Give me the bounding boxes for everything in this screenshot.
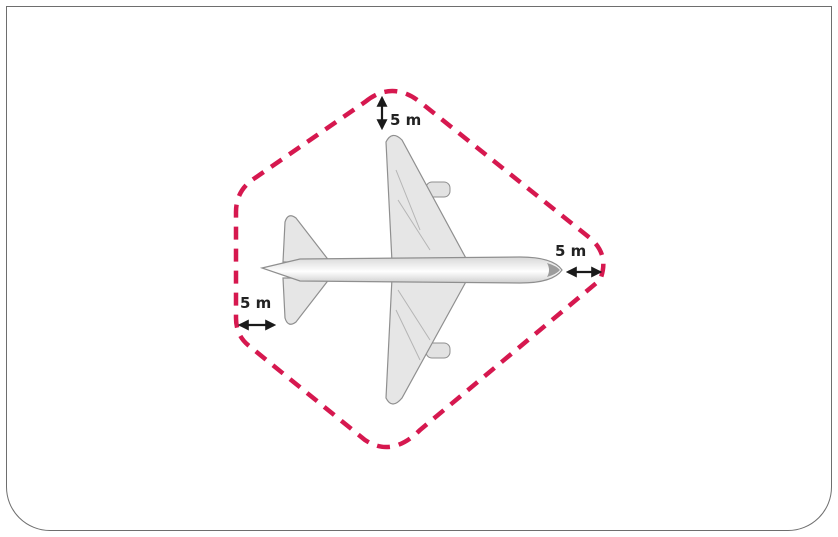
wing-lower: [385, 277, 470, 405]
stabilizer-lower: [282, 277, 332, 325]
dimension-label-top: 5 m: [390, 111, 421, 129]
dimension-label-nose: 5 m: [555, 242, 586, 260]
dimension-nose: 5 m: [555, 242, 603, 278]
dimension-label-tail: 5 m: [240, 294, 271, 312]
dimension-top: 5 m: [376, 95, 421, 131]
fuselage: [259, 256, 563, 284]
cockpit: [547, 263, 560, 277]
wing-upper: [385, 134, 470, 263]
aircraft-top-view: [259, 134, 563, 405]
dimension-tail: 5 m: [237, 294, 277, 331]
stabilizer-upper: [282, 215, 332, 263]
safety-boundary-dashed-line: [233, 88, 606, 450]
